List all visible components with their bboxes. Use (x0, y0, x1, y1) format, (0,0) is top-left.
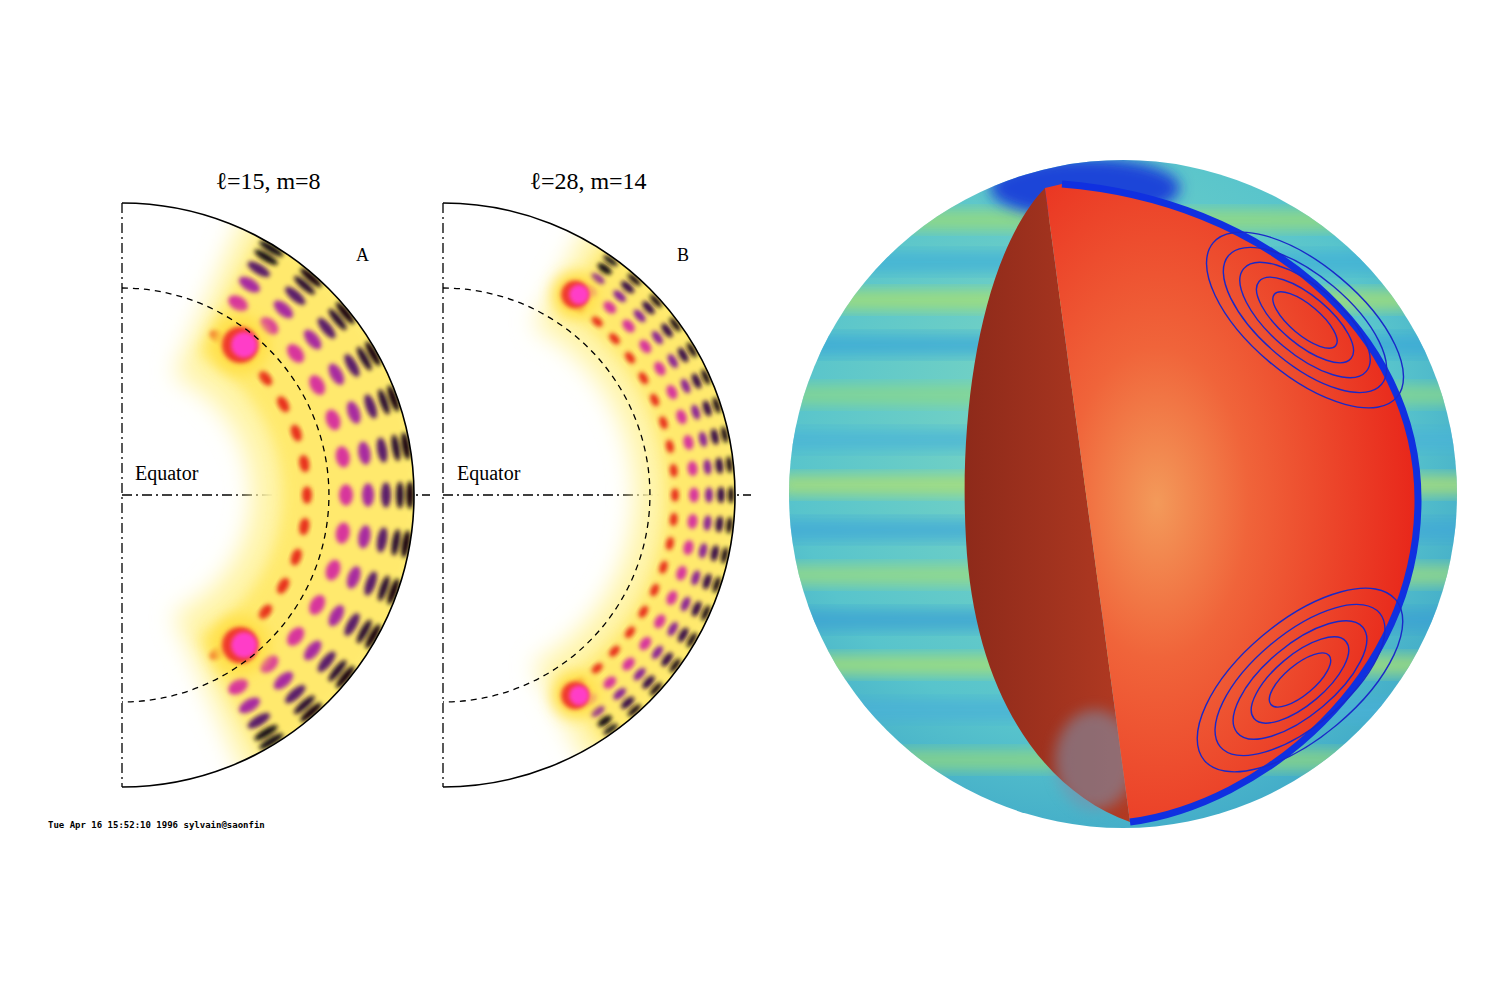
panel-letter: A (356, 245, 369, 265)
label-holder: A (356, 245, 369, 266)
label-holder: Equator (135, 462, 198, 485)
label-holder: ℓ=15, m=8 (215, 168, 320, 195)
equator-label: Equator (135, 462, 198, 484)
timestamp: Tue Apr 16 15:52:10 1996 sylvain@saonfin (48, 820, 265, 830)
convection-boundary (443, 288, 650, 702)
mode-title: ℓ=28, m=14 (529, 168, 646, 194)
label-holder: Equator (457, 462, 520, 485)
mode-title: ℓ=15, m=8 (215, 168, 320, 194)
mode-panel (443, 203, 755, 787)
panel-letter: B (677, 245, 689, 265)
equator-label: Equator (457, 462, 520, 484)
label-holder: ℓ=28, m=14 (529, 168, 646, 195)
label-holder: Tue Apr 16 15:52:10 1996 sylvain@saonfin (48, 814, 265, 832)
surface-arc (443, 203, 735, 787)
star-cutaway (780, 158, 1480, 828)
mode-panel (122, 203, 434, 787)
surface-arc (122, 203, 414, 787)
label-holder: B (677, 245, 689, 266)
convection-boundary (122, 288, 329, 702)
